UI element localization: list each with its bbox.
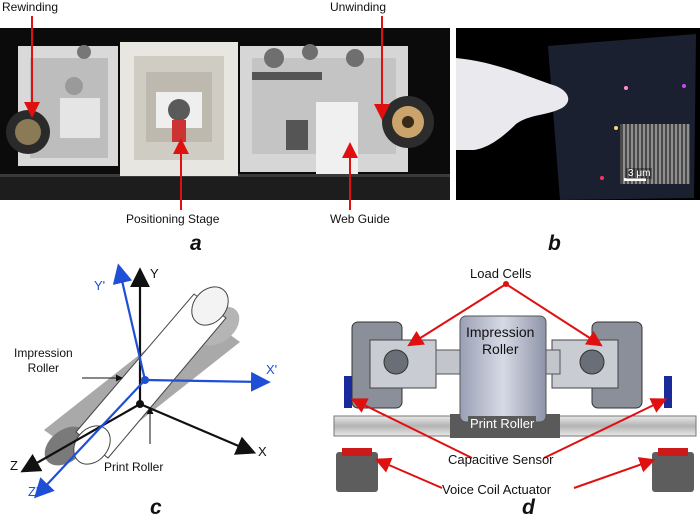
apparatus-diagram [333, 281, 697, 492]
axes-diagram [20, 263, 271, 499]
capacitive-sensor-label: Capacitive Sensor [448, 452, 554, 467]
axis-x-prime-line [144, 371, 271, 392]
load-cells-arrow-right [505, 283, 603, 347]
film-photo [456, 28, 700, 200]
axis-z-label: Z [10, 458, 18, 473]
axis-x-prime-label: X' [266, 362, 278, 377]
impression-roller-cylinder [73, 286, 229, 465]
capacitive-arrow-right [543, 398, 668, 459]
right-capacitive-sensor [664, 376, 672, 408]
voice-coil-arrow-right [573, 457, 656, 489]
panel-b: 3 μm b [456, 0, 700, 260]
load-cells-label: Load Cells [470, 266, 532, 281]
left-voice-coil-actuator [336, 448, 378, 492]
positioning-stage-label: Positioning Stage [126, 212, 220, 226]
panel-a-letter: a [190, 232, 202, 255]
panel-b-letter: b [548, 232, 561, 255]
impression-roller-d-label: Impression Roller [466, 324, 535, 357]
right-load-cell [533, 321, 643, 409]
axis-y-prime-line [112, 263, 147, 381]
rewinding-label: Rewinding [2, 0, 59, 14]
panel-d: Load Cells Impression Roller Print Rolle… [330, 262, 700, 526]
impression-roller-label: Impression Roller [14, 346, 73, 375]
panel-c: Y Y' X' X Z Z' Impression Roller Print R… [0, 262, 330, 526]
panel-d-letter: d [522, 496, 535, 519]
web-guide-label: Web Guide [330, 212, 390, 226]
voice-coil-actuator-label: Voice Coil Actuator [442, 482, 552, 497]
right-voice-coil-actuator [652, 448, 694, 492]
axis-y-label: Y [150, 266, 159, 281]
capacitive-arrow-left [350, 398, 473, 459]
axis-z-prime-label: Z' [28, 484, 39, 499]
axis-y-prime-label: Y' [94, 278, 106, 293]
panel-a: Rewinding Unwinding Positioning Stage We… [0, 0, 450, 260]
print-roller-label: Print Roller [104, 460, 164, 474]
axis-z-prime-line [33, 379, 146, 499]
axis-x-label: X [258, 444, 267, 459]
axis-x-line [139, 402, 257, 455]
voice-coil-arrow-left [374, 457, 443, 489]
unwinding-label: Unwinding [330, 0, 387, 14]
panel-c-letter: c [150, 496, 162, 519]
left-capacitive-sensor [344, 376, 352, 408]
panel-a-arrows [24, 16, 390, 210]
load-cells-arrow-left [407, 283, 507, 347]
axis-z-line [20, 403, 141, 473]
print-roller-d-label: Print Roller [468, 416, 537, 431]
machine-photo [0, 28, 450, 200]
scale-bar-label: 3 μm [626, 168, 653, 179]
left-load-cell [351, 321, 463, 409]
